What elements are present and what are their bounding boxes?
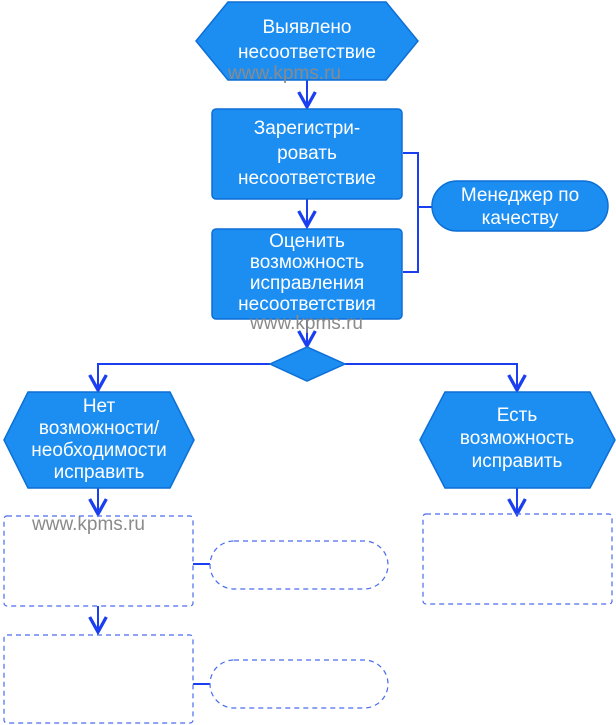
connector-decision-left [98,363,270,390]
manager-box [431,180,609,232]
start-line-1: Выявлено [263,17,352,38]
node-register: Зарегистри- ровать несоответствие [211,108,403,200]
evaluate-line-2: возможность [250,252,364,273]
no-possibility-line-1: Нет [83,396,116,417]
node-no-possibility: Нет возможности/ необходимости исправить [3,391,195,489]
register-line-3: несоответствие [238,168,376,189]
connectors [98,80,517,685]
manager-bracket [403,152,432,273]
evaluate-line-1: Оценить [269,231,345,252]
no-possibility-line-3: необходимости [31,440,166,461]
placeholder-stadium-1 [209,540,389,590]
placeholders [3,513,613,724]
manager-line-1: Менеджер по [461,185,579,206]
evaluate-box [211,228,403,320]
placeholder-box-left-1 [3,515,194,607]
node-evaluate: Оценить возможность исправления несоотве… [211,228,403,320]
register-line-1: Зарегистри- [254,118,360,139]
evaluate-line-4: несоответствия [238,294,376,315]
can-fix-line-2: возможность [460,428,574,449]
node-can-fix: Есть возможность исправить [419,391,616,489]
no-possibility-line-2: возможности/ [39,418,160,439]
no-possibility-line-4: исправить [54,462,145,483]
register-box [211,108,403,200]
placeholder-box-right [422,513,613,605]
start-hexagon [195,1,419,81]
placeholder-box-left-2 [3,634,194,724]
evaluate-line-3: исправления [250,273,364,294]
watermark-1: www.kpms.ru [227,63,341,84]
watermark-2: www.kpms.ru [249,313,363,334]
no-possibility-hexagon [3,391,195,489]
watermark-3: www.kpms.ru [31,514,145,535]
node-manager: Менеджер по качеству [431,180,609,232]
decision-diamond [268,346,347,382]
placeholder-stadium-2 [209,659,389,709]
manager-line-2: качеству [482,208,559,229]
start-line-2: несоответствие [238,42,376,63]
can-fix-hexagon [419,391,616,489]
node-start: Выявлено несоответствие [195,1,419,81]
can-fix-line-3: исправить [472,451,563,472]
connector-decision-right [345,363,517,390]
register-line-2: ровать [277,143,337,164]
can-fix-line-1: Есть [497,405,538,426]
